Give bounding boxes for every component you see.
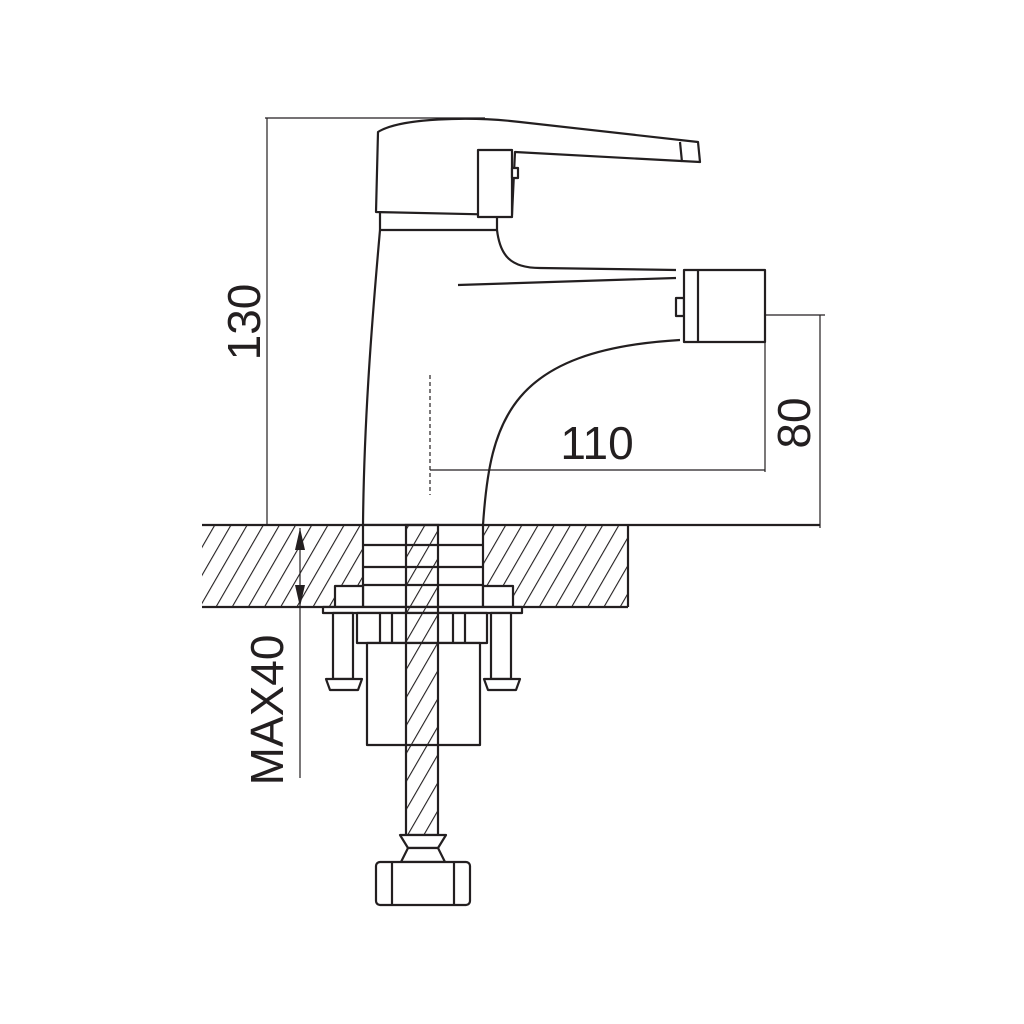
- bidet-nozzle: [674, 268, 767, 344]
- dimension-max-thickness: MAX40: [241, 528, 305, 785]
- threaded-rod: [404, 523, 440, 837]
- mounting-kit: [321, 523, 524, 907]
- dimension-height: 130: [218, 117, 485, 525]
- dimension-reach: 110: [429, 342, 766, 495]
- max-thickness-label: MAX40: [241, 635, 293, 786]
- nut: [374, 860, 472, 907]
- countertop-section: [202, 523, 820, 609]
- spout-height-label: 80: [768, 397, 820, 448]
- reach-label: 110: [560, 417, 633, 469]
- dimension-spout-height: 80: [765, 314, 825, 528]
- height-label: 130: [218, 284, 270, 361]
- faucet-body: [361, 210, 681, 526]
- lever-handle: [374, 117, 702, 219]
